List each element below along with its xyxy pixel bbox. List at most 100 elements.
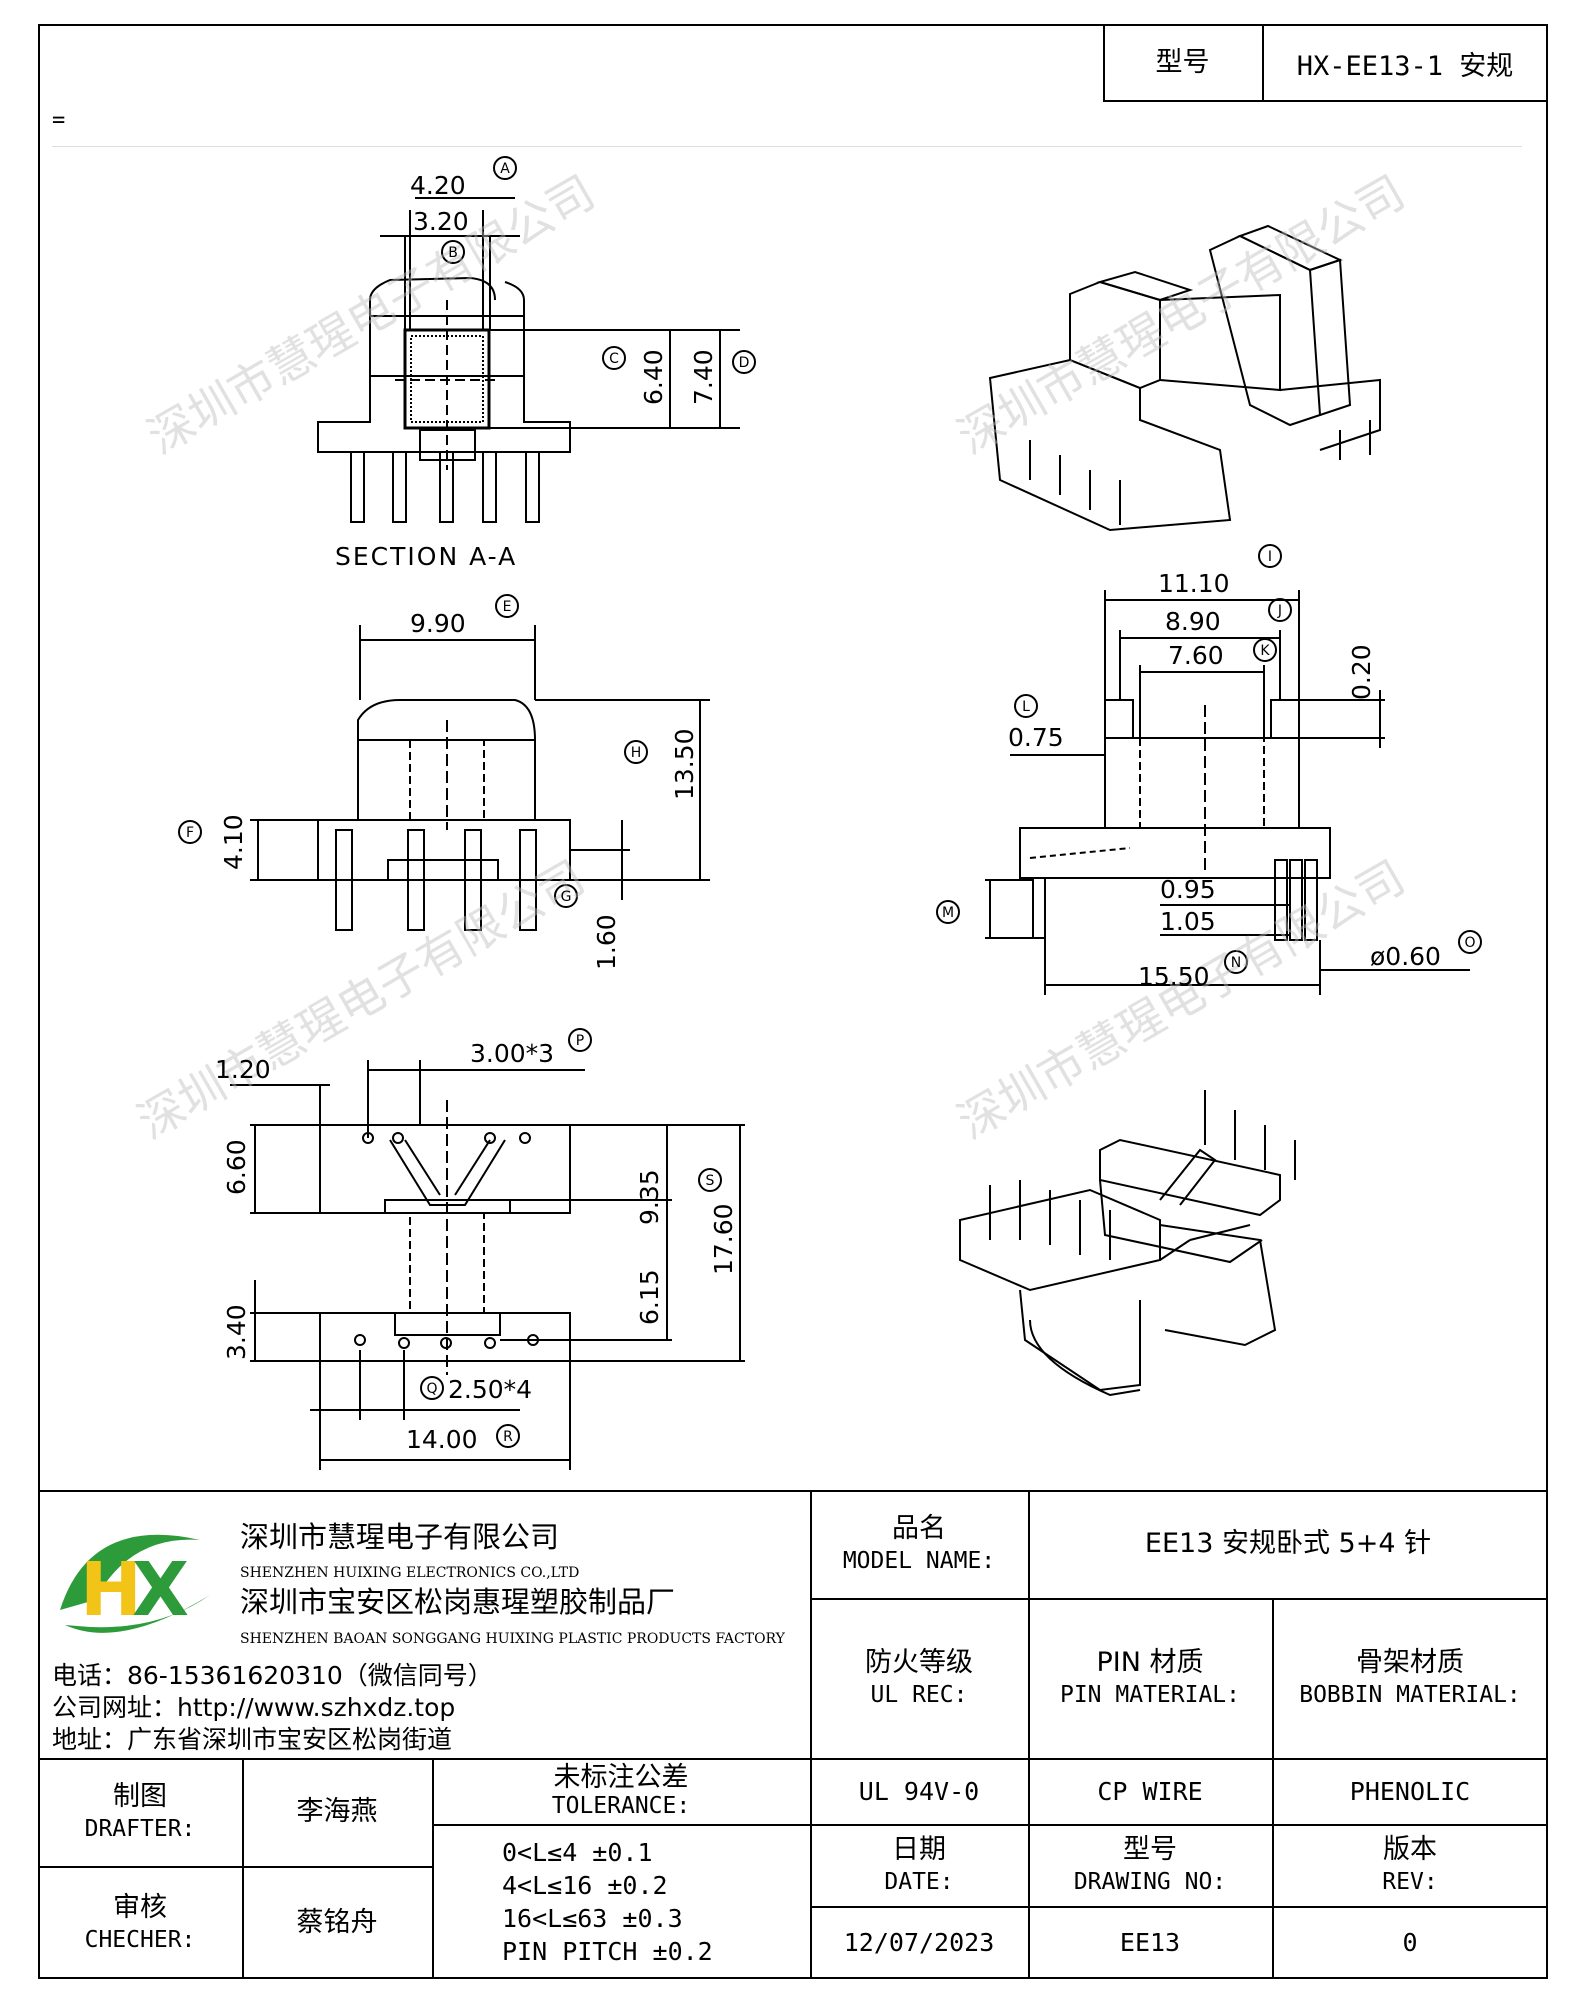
- section-a-a-view: [317, 156, 756, 523]
- isometric-view-top: [988, 224, 1381, 532]
- dim-j: 8.90: [1165, 607, 1221, 636]
- dim-r: 14.00: [406, 1425, 478, 1454]
- rev-label: 版本 REV:: [1382, 1834, 1438, 1895]
- date-label: 日期 DATE:: [884, 1834, 954, 1895]
- isometric-view-bottom: [959, 1090, 1296, 1397]
- header-divider: [1262, 24, 1264, 102]
- dim-p-side: 1.20: [215, 1055, 271, 1084]
- company-phone: 电话：86-15361620310（微信同号）: [52, 1661, 493, 1690]
- ref-a: A: [500, 161, 510, 177]
- company-name-en: SHENZHEN HUIXING ELECTRONICS CO.,LTD: [240, 1565, 580, 1581]
- ref-m: M: [942, 905, 954, 921]
- header-model-label: 型号: [1155, 47, 1210, 78]
- dimension-labels: 4.20 3.20 6.40 7.40 SECTION A-A 9.90 13.…: [186, 161, 1476, 1454]
- ref-s: S: [706, 1173, 715, 1189]
- dim-e: 9.90: [410, 609, 466, 638]
- drafter-name: 李海燕: [296, 1796, 378, 1827]
- model-name-value: EE13 安规卧式 5+4 针: [1144, 1528, 1432, 1559]
- dim-n: 15.50: [1138, 962, 1210, 991]
- company-name-cn: 深圳市慧瑆电子有限公司: [240, 1520, 560, 1554]
- ul-value: UL 94V-0: [858, 1776, 980, 1806]
- factory-name-en: SHENZHEN BAOAN SONGGANG HUIXING PLASTIC …: [240, 1631, 785, 1647]
- ref-k: K: [1260, 643, 1270, 659]
- bottom-view: [230, 1028, 745, 1470]
- dim-q: 2.50*4: [448, 1375, 532, 1404]
- tb-v-242: [242, 1758, 244, 1979]
- dim-a: 4.20: [410, 171, 466, 200]
- dim-g: 1.60: [592, 914, 621, 970]
- ref-g: G: [561, 889, 572, 905]
- tolerance-line: PIN PITCH ±0.2: [502, 1936, 713, 1966]
- technical-drawing: 深圳市慧瑆电子有限公司 深圳市慧瑆电子有限公司 深圳市慧瑆电子有限公司 深圳市慧…: [129, 156, 1482, 1470]
- dim-k: 7.60: [1168, 641, 1224, 670]
- dim-s-mid: 9.35: [635, 1169, 664, 1225]
- header-rule: [52, 146, 1522, 147]
- tb-h-1906: [810, 1906, 1548, 1908]
- ref-e: E: [503, 599, 512, 615]
- ref-p: P: [576, 1033, 584, 1049]
- dim-h: 13.50: [670, 728, 699, 800]
- ref-b: B: [448, 245, 458, 261]
- header-model-value: HX-EE13-1 安规: [1296, 50, 1514, 82]
- company-address: 地址：广东省深圳市宝安区松岗街道: [52, 1725, 453, 1754]
- dim-i: 11.10: [1158, 569, 1230, 598]
- company-website: 公司网址：http://www.szhxdz.top: [52, 1693, 456, 1722]
- tolerance-line: 4<L≤16 ±0.2: [502, 1870, 668, 1900]
- company-logo: H X: [60, 1534, 210, 1633]
- dim-f: 4.10: [219, 814, 248, 870]
- logo-letter-h: H: [80, 1547, 142, 1633]
- dim-s-total: 17.60: [709, 1203, 738, 1275]
- watermark-1: 深圳市慧瑆电子有限公司: [139, 165, 604, 465]
- ref-d: D: [739, 355, 750, 371]
- logo-letter-x: X: [132, 1547, 189, 1633]
- header-model-box: [1103, 24, 1548, 102]
- dim-c: 6.40: [639, 349, 668, 405]
- drafter-label: 制图 DRAFTER:: [84, 1781, 196, 1842]
- rev-value: 0: [1402, 1928, 1418, 1957]
- tolerance-table: 0<L≤4 ±0.1 4<L≤16 ±0.2 16<L≤63 ±0.3 PIN …: [432, 1824, 810, 1979]
- tb-h-1598: [810, 1598, 1548, 1600]
- dim-b: 3.20: [413, 207, 469, 236]
- tb-h-1824: [810, 1824, 1548, 1826]
- tolerance-line: 16<L≤63 ±0.3: [502, 1903, 683, 1933]
- ref-i: I: [1268, 549, 1272, 565]
- tb-h-tol: [432, 1824, 810, 1826]
- ref-r: R: [503, 1429, 513, 1445]
- dim-m-a: 0.95: [1160, 875, 1216, 904]
- dim-d: 7.40: [689, 349, 718, 405]
- tb-v-432: [432, 1758, 434, 1979]
- drawing-no-label: 型号 DRAWING NO:: [1073, 1834, 1227, 1895]
- front-view: [178, 594, 710, 931]
- bobbin-material-value: PHENOLIC: [1349, 1776, 1471, 1806]
- pin-material-value: CP WIRE: [1097, 1776, 1203, 1806]
- dim-s-bot: 3.40: [222, 1304, 251, 1360]
- side-view: [936, 544, 1482, 995]
- eq-mark: =: [52, 108, 66, 133]
- dim-s-top: 6.60: [222, 1139, 251, 1195]
- ref-l: L: [1022, 699, 1030, 715]
- tb-v-810: [810, 1490, 812, 1979]
- ref-j: J: [1277, 603, 1282, 619]
- titleblock-top-rule: [38, 1490, 1548, 1492]
- ref-o: O: [1464, 935, 1475, 951]
- dim-p: 3.00*3: [470, 1039, 554, 1068]
- tb-v-1028: [1028, 1490, 1030, 1979]
- ref-c: C: [609, 351, 619, 367]
- date-value: 12/07/2023: [843, 1928, 995, 1957]
- ref-q: Q: [426, 1381, 437, 1397]
- tb-v-1272: [1272, 1598, 1274, 1979]
- dim-m-b: 1.05: [1160, 907, 1216, 936]
- model-name-label: 品名 MODEL NAME:: [842, 1513, 996, 1574]
- dim-top-right: 0.20: [1347, 644, 1376, 700]
- tb-h-1866: [38, 1866, 432, 1868]
- tb-h-1758: [38, 1758, 1548, 1760]
- checker-name: 蔡铭舟: [296, 1906, 378, 1938]
- ul-label: 防火等级 UL REC:: [865, 1647, 973, 1708]
- drawing-sheet: [38, 24, 1548, 1979]
- pin-material-label: PIN 材质 PIN MATERIAL:: [1059, 1647, 1240, 1708]
- ref-f: F: [186, 825, 194, 841]
- tolerance-label: 未标注公差 TOLERANCE:: [551, 1762, 691, 1820]
- watermark-3: 深圳市慧瑆电子有限公司: [129, 850, 594, 1150]
- dim-o: ø0.60: [1370, 942, 1441, 971]
- tolerance-line: 0<L≤4 ±0.1: [502, 1837, 653, 1867]
